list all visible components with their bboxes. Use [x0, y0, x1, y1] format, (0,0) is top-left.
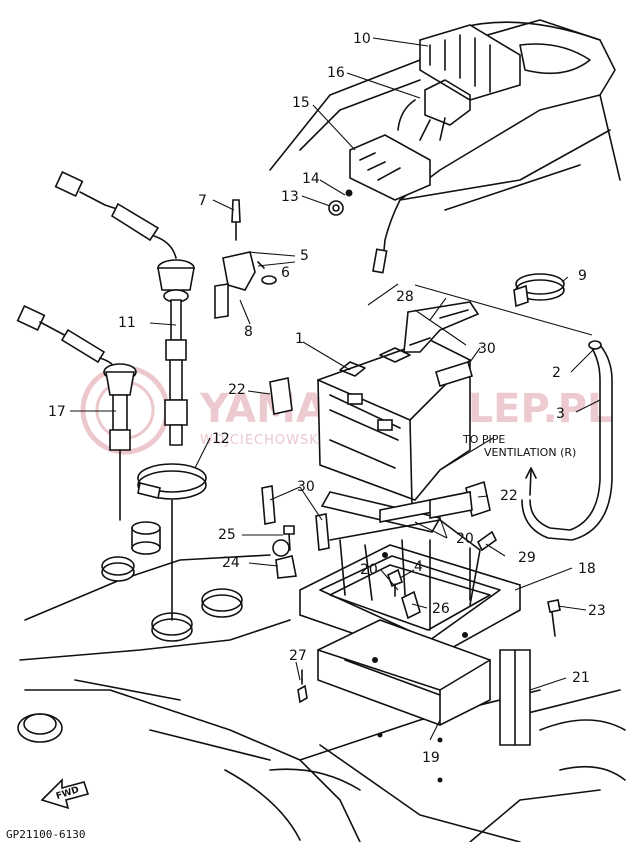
- callout-17: 17: [48, 404, 66, 420]
- callout-7: 7: [198, 193, 207, 209]
- note-line-1: TO PIPE: [462, 433, 505, 446]
- callout-24: 24: [222, 555, 240, 571]
- breather-pipe: [521, 340, 613, 541]
- hose-clamp: [137, 463, 207, 621]
- callout-18: 18: [578, 561, 596, 577]
- callout-20-left: 20: [360, 562, 378, 578]
- callout-27: 27: [289, 648, 307, 664]
- fasteners: [272, 525, 561, 704]
- band-9: [513, 273, 565, 308]
- pipe-note: TO PIPE VENTILATION (R): [462, 433, 576, 459]
- callout-15: 15: [292, 95, 310, 111]
- callout-2: 2: [552, 365, 561, 381]
- callout-28: 28: [396, 289, 414, 305]
- sensor-17: [16, 305, 137, 521]
- fwd-arrow: FWD: [40, 778, 90, 810]
- callout-8: 8: [244, 324, 253, 340]
- note-line-2: VENTILATION (R): [484, 446, 576, 459]
- callout-30-left: 30: [297, 479, 315, 495]
- callout-22-left: 22: [228, 382, 246, 398]
- battery: [317, 339, 471, 506]
- diagram-code: GP21100-6130: [6, 828, 85, 841]
- callout-4: 4: [414, 559, 423, 575]
- callout-23: 23: [588, 603, 606, 619]
- callout-3: 3: [556, 406, 565, 422]
- callout-13: 13: [281, 189, 299, 205]
- connector-block: [328, 24, 521, 274]
- callout-1: 1: [295, 331, 304, 347]
- callouts: 10 16 15 14 13 7 5 6 8 9 11 17 12 1 22 2…: [48, 31, 606, 766]
- callout-30-top: 30: [478, 341, 496, 357]
- callout-19: 19: [422, 750, 440, 766]
- callout-10: 10: [353, 31, 371, 47]
- callout-20-right: 20: [456, 531, 474, 547]
- sensor-11: [54, 171, 195, 446]
- callout-11: 11: [118, 315, 136, 331]
- callout-14: 14: [302, 171, 320, 187]
- callout-5: 5: [300, 248, 309, 264]
- callout-9: 9: [578, 268, 587, 284]
- frame-outline: [17, 19, 626, 842]
- callout-12: 12: [212, 431, 230, 447]
- callout-25: 25: [218, 527, 236, 543]
- callout-26: 26: [432, 601, 450, 617]
- battery-pads: [261, 360, 491, 551]
- grommet: [131, 521, 161, 555]
- bracket-assembly: [214, 199, 277, 319]
- callout-21: 21: [572, 670, 590, 686]
- bracket-28: [403, 301, 480, 353]
- callout-6: 6: [281, 265, 290, 281]
- callout-29: 29: [518, 550, 536, 566]
- leader-lines: [70, 37, 601, 741]
- callout-16: 16: [327, 65, 345, 81]
- callout-22-right: 22: [500, 488, 518, 504]
